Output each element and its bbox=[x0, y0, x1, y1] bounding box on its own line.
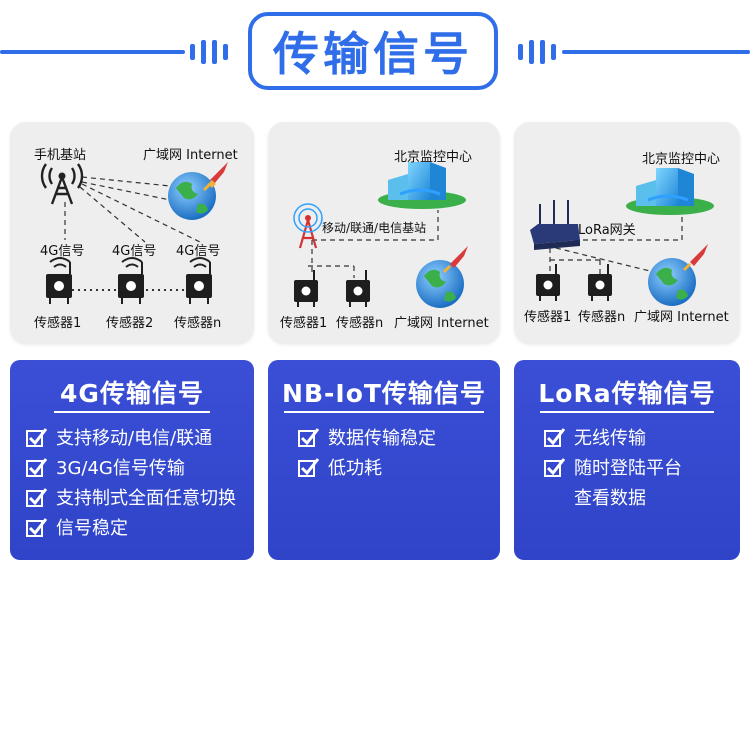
header-bars-right bbox=[518, 39, 556, 65]
checkbox-check-icon bbox=[298, 458, 320, 477]
sensor-icon bbox=[536, 264, 560, 301]
info-panel-nbiot: NB-IoT传输信号 数据传输稳定 低功耗 bbox=[268, 360, 500, 560]
checkbox-check-icon bbox=[298, 428, 320, 447]
internet-label: 广域网 Internet bbox=[394, 316, 489, 331]
feature-text: 数据传输稳定 bbox=[328, 428, 436, 449]
signal-label: 4G信号 bbox=[112, 244, 157, 259]
signal-label: 4G信号 bbox=[176, 244, 221, 259]
center-label: 北京监控中心 bbox=[394, 150, 473, 165]
feature-item: 信号稳定 bbox=[26, 514, 128, 540]
checkbox-check-icon bbox=[26, 518, 48, 537]
router-icon bbox=[530, 200, 580, 250]
feature-text: 无线传输 bbox=[574, 428, 646, 449]
panel-divider bbox=[540, 411, 714, 413]
signal-label: 4G信号 bbox=[40, 244, 85, 259]
feature-text: 低功耗 bbox=[328, 458, 382, 479]
sensor-icon bbox=[118, 257, 144, 304]
header-line-left bbox=[0, 50, 185, 54]
station-label: 移动/联通/电信基站 bbox=[322, 221, 427, 235]
checkbox-check-icon bbox=[544, 428, 566, 447]
checkbox-check-icon bbox=[26, 488, 48, 507]
header-line-right bbox=[562, 50, 750, 54]
feature-item: 低功耗 bbox=[298, 454, 382, 480]
sensor-label: 传感器2 bbox=[106, 316, 154, 331]
page-title: 传输信号 bbox=[273, 27, 473, 81]
diagram-card-lora: 北京监控中心 LoRa网关 传感器1 传感器n 广域网 Internet bbox=[514, 122, 740, 344]
internet-label: 广域网 Internet bbox=[143, 148, 238, 163]
panel-divider bbox=[284, 411, 484, 413]
building-icon bbox=[378, 162, 466, 209]
feature-item: 无线传输 bbox=[544, 424, 646, 450]
diagram-card-4g: 手机基站 广域网 Internet 4G信号 4G信号 4G信号 传感器1 传感… bbox=[10, 122, 254, 344]
checkbox-check-icon bbox=[26, 428, 48, 447]
rocket-icon bbox=[442, 246, 468, 274]
sensor-icon bbox=[46, 257, 72, 304]
sensor-label: 传感器1 bbox=[280, 316, 328, 331]
feature-item: 3G/4G信号传输 bbox=[26, 454, 185, 480]
panel-title: 4G传输信号 bbox=[60, 379, 204, 408]
header-bars-left bbox=[190, 39, 228, 65]
panel-title: NB-IoT传输信号 bbox=[282, 379, 486, 408]
antenna-tower-icon bbox=[293, 203, 323, 249]
sensor-icon bbox=[186, 257, 212, 304]
globe-icon bbox=[168, 172, 216, 220]
feature-text: 支持移动/电信/联通 bbox=[56, 428, 213, 449]
diagram-card-nbiot: 北京监控中心 移动/联通/电信基站 传感器1 传感器n 广域网 Internet bbox=[268, 122, 500, 344]
sensor-label: 传感器n bbox=[336, 316, 384, 331]
feature-item: 支持移动/电信/联通 bbox=[26, 424, 212, 450]
sensor-icon bbox=[588, 264, 612, 301]
title-box: 传输信号 bbox=[248, 12, 498, 90]
sensor-label: 传感器1 bbox=[34, 316, 82, 331]
center-label: 北京监控中心 bbox=[642, 152, 721, 167]
feature-text: 信号稳定 bbox=[56, 518, 128, 539]
rocket-icon bbox=[682, 244, 708, 272]
info-panel-lora: LoRa传输信号 无线传输 随时登陆平台 查看数据 bbox=[514, 360, 740, 560]
rocket-icon bbox=[202, 162, 228, 192]
checkbox-check-icon bbox=[544, 458, 566, 477]
sensor-icon bbox=[346, 270, 370, 307]
sensor-label: 传感器n bbox=[578, 310, 626, 325]
feature-text: 3G/4G信号传输 bbox=[56, 458, 185, 479]
building-icon bbox=[626, 168, 714, 215]
globe-icon bbox=[416, 260, 464, 308]
sensor-icon bbox=[294, 270, 318, 307]
feature-text: 随时登陆平台 bbox=[574, 458, 682, 479]
feature-item: 数据传输稳定 bbox=[298, 424, 436, 450]
internet-label: 广域网 Internet bbox=[634, 310, 729, 325]
feature-continuation: 查看数据 bbox=[574, 488, 646, 509]
sensor-label: 传感器1 bbox=[524, 310, 572, 325]
feature-item: 支持制式全面任意切换 bbox=[26, 484, 236, 510]
sensor-label: 传感器n bbox=[174, 316, 222, 331]
panel-divider bbox=[54, 411, 210, 413]
checkbox-check-icon bbox=[26, 458, 48, 477]
info-panel-4g: 4G传输信号 支持移动/电信/联通 3G/4G信号传输 支持制式全面任意切换 信… bbox=[10, 360, 254, 560]
antenna-tower-icon bbox=[40, 163, 84, 205]
panel-title: LoRa传输信号 bbox=[538, 379, 716, 408]
feature-item: 随时登陆平台 bbox=[544, 454, 682, 480]
gateway-label: LoRa网关 bbox=[578, 223, 636, 238]
tower-label: 手机基站 bbox=[34, 148, 87, 163]
feature-text: 支持制式全面任意切换 bbox=[56, 488, 236, 509]
